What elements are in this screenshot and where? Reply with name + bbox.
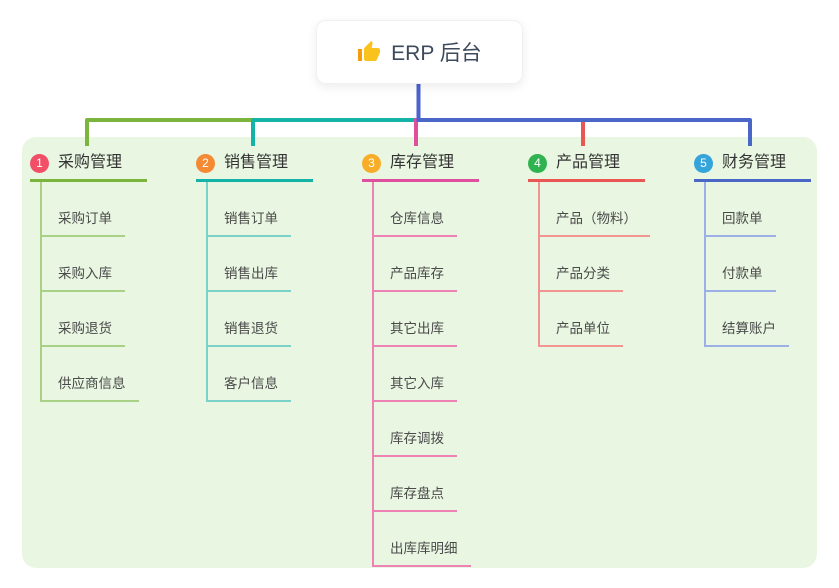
branch-header-product[interactable]: 4 产品管理 xyxy=(528,152,645,182)
branch-children: 销售订单 销售出库 销售退货 客户信息 xyxy=(206,182,313,402)
branch-number-badge: 3 xyxy=(362,153,381,173)
child-node-label: 其它出库 xyxy=(374,317,457,347)
child-node-label: 回款单 xyxy=(706,207,776,237)
child-node[interactable]: 销售退货 xyxy=(208,292,313,347)
child-node[interactable]: 付款单 xyxy=(706,237,811,292)
child-node[interactable]: 供应商信息 xyxy=(42,347,147,402)
child-node-label: 产品库存 xyxy=(374,262,457,292)
child-node-label: 产品单位 xyxy=(540,317,623,347)
child-node-label: 采购退货 xyxy=(42,317,125,347)
child-node[interactable]: 其它出库 xyxy=(374,292,479,347)
child-node-label: 客户信息 xyxy=(208,372,291,402)
child-node[interactable]: 销售出库 xyxy=(208,237,313,292)
branch-number-badge: 5 xyxy=(694,153,713,173)
child-node-label: 库存调拨 xyxy=(374,427,457,457)
child-node[interactable]: 库存调拨 xyxy=(374,402,479,457)
branches-panel xyxy=(22,137,817,568)
child-node-label: 采购订单 xyxy=(42,207,125,237)
branch-number-badge: 1 xyxy=(30,153,49,173)
branch-header-inventory[interactable]: 3 库存管理 xyxy=(362,152,479,182)
child-node[interactable]: 销售订单 xyxy=(208,182,313,237)
branch-children: 回款单 付款单 结算账户 xyxy=(704,182,811,347)
child-node[interactable]: 产品（物料） xyxy=(540,182,650,237)
branch-finance: 5 财务管理 回款单 付款单 结算账户 xyxy=(694,152,811,347)
child-node-label: 产品分类 xyxy=(540,262,623,292)
branch-inventory: 3 库存管理 仓库信息 产品库存 其它出库 其它入库 库存调拨 库存盘点 出库库… xyxy=(362,152,479,567)
branch-purchase: 1 采购管理 采购订单 采购入库 采购退货 供应商信息 xyxy=(30,152,147,402)
branch-product: 4 产品管理 产品（物料） 产品分类 产品单位 xyxy=(528,152,650,347)
branch-header-purchase[interactable]: 1 采购管理 xyxy=(30,152,147,182)
child-node-label: 销售订单 xyxy=(208,207,291,237)
branch-children: 产品（物料） 产品分类 产品单位 xyxy=(538,182,650,347)
branch-label: 采购管理 xyxy=(58,154,123,171)
child-node-label: 供应商信息 xyxy=(42,372,139,402)
child-node-label: 采购入库 xyxy=(42,262,125,292)
child-node[interactable]: 仓库信息 xyxy=(374,182,479,237)
child-node[interactable]: 采购订单 xyxy=(42,182,147,237)
branch-children: 采购订单 采购入库 采购退货 供应商信息 xyxy=(40,182,147,402)
child-node[interactable]: 产品分类 xyxy=(540,237,650,292)
child-node[interactable]: 库存盘点 xyxy=(374,457,479,512)
root-node[interactable]: ERP 后台 xyxy=(316,20,523,84)
branch-header-finance[interactable]: 5 财务管理 xyxy=(694,152,811,182)
branch-sales: 2 销售管理 销售订单 销售出库 销售退货 客户信息 xyxy=(196,152,313,402)
child-node-label: 库存盘点 xyxy=(374,482,457,512)
child-node-label: 其它入库 xyxy=(374,372,457,402)
child-node[interactable]: 回款单 xyxy=(706,182,811,237)
child-node[interactable]: 产品库存 xyxy=(374,237,479,292)
branch-label: 销售管理 xyxy=(224,154,289,171)
branch-label: 财务管理 xyxy=(722,154,787,171)
child-node-label: 出库库明细 xyxy=(374,537,471,567)
child-node-label: 销售出库 xyxy=(208,262,291,292)
child-node-label: 销售退货 xyxy=(208,317,291,347)
branch-label: 产品管理 xyxy=(556,154,621,171)
branch-number-badge: 2 xyxy=(196,153,215,173)
branch-children: 仓库信息 产品库存 其它出库 其它入库 库存调拨 库存盘点 出库库明细 xyxy=(372,182,479,567)
root-node-label: ERP 后台 xyxy=(391,42,482,65)
child-node[interactable]: 客户信息 xyxy=(208,347,313,402)
child-node[interactable]: 采购退货 xyxy=(42,292,147,347)
child-node[interactable]: 产品单位 xyxy=(540,292,650,347)
child-node[interactable]: 其它入库 xyxy=(374,347,479,402)
branch-header-sales[interactable]: 2 销售管理 xyxy=(196,152,313,182)
thumbs-up-icon xyxy=(358,41,381,61)
child-node[interactable]: 采购入库 xyxy=(42,237,147,292)
child-node[interactable]: 结算账户 xyxy=(706,292,811,347)
child-node[interactable]: 出库库明细 xyxy=(374,512,479,567)
branch-number-badge: 4 xyxy=(528,153,547,173)
child-node-label: 产品（物料） xyxy=(540,207,650,237)
child-node-label: 付款单 xyxy=(706,262,776,292)
child-node-label: 结算账户 xyxy=(706,317,789,347)
branch-label: 库存管理 xyxy=(390,154,455,171)
child-node-label: 仓库信息 xyxy=(374,207,457,237)
